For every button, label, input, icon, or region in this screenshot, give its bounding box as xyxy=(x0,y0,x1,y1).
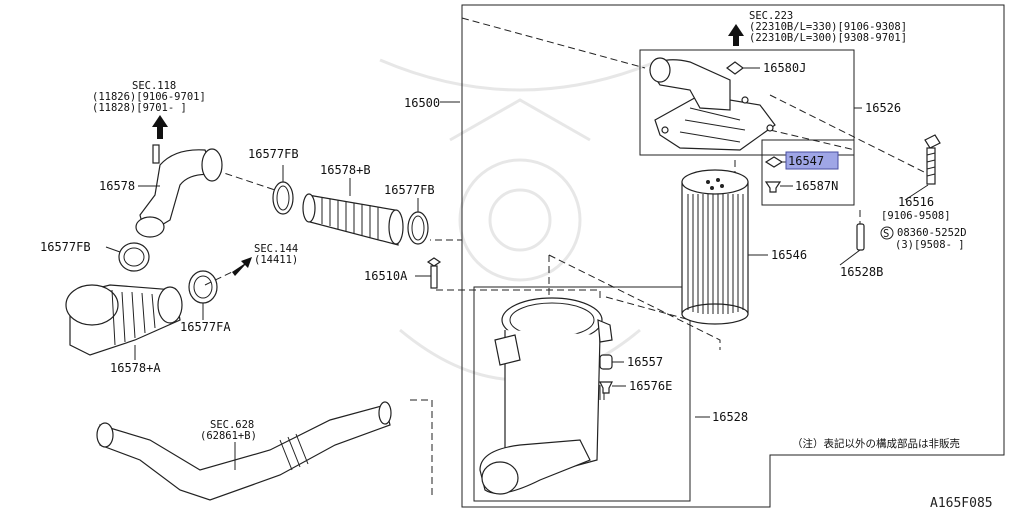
pin-16528B xyxy=(856,223,865,251)
arrow-up-icon xyxy=(152,115,168,139)
sec223-ref: SEC.223 (22310B/L=330)[9106-9308] (22310… xyxy=(749,10,907,44)
label-16528: 16528 xyxy=(712,410,748,424)
bellows-16578B xyxy=(302,178,404,246)
footnote: （注）表記以外の構成部品は非販売 xyxy=(792,437,960,450)
label-16528B: 16528B xyxy=(840,265,883,279)
clamp-16577FA xyxy=(188,270,218,320)
bellows-16578A xyxy=(65,284,183,360)
label-16587N: 16587N xyxy=(795,179,838,193)
arrow-right-icon xyxy=(204,257,252,286)
label-16578A: 16578+A xyxy=(110,361,161,375)
sec628-ref: SEC.628 (62861+B) xyxy=(200,419,257,442)
label-16578B: 16578+B xyxy=(320,163,371,177)
highlight-16547 xyxy=(785,151,839,170)
housing-box xyxy=(473,286,691,502)
sec223-line2: (22310B/L=300)[9308-9701] xyxy=(749,32,907,44)
sec144-line1: (14411) xyxy=(254,254,298,266)
air-cleaner-cover xyxy=(649,57,776,151)
label-16580J: 16580J xyxy=(763,61,806,75)
duct-sec628 xyxy=(96,401,392,501)
filter-element-16546 xyxy=(681,169,768,325)
label-16516-alt-qty: (3)[9508- ] xyxy=(895,239,965,251)
sec223-line1: (22310B/L=330)[9106-9308] xyxy=(749,21,907,33)
sec118-line1: (11826)[9106-9701] xyxy=(92,91,206,103)
label-16500: 16500 xyxy=(404,96,440,110)
label-16516-alt: 08360-5252D xyxy=(897,227,967,239)
sec144-title: SEC.144 xyxy=(254,243,298,255)
sec628-line1: (62861+B) xyxy=(200,430,257,442)
mount-16557 xyxy=(599,354,624,370)
screw-symbol-icon xyxy=(880,226,894,240)
air-cleaner-housing xyxy=(479,297,613,495)
label-16577FA: 16577FA xyxy=(180,320,231,334)
duct-16578 xyxy=(135,144,223,238)
arrow-up-icon xyxy=(728,24,744,46)
clamp-16577FB-left xyxy=(105,242,150,272)
label-16577FB-upper: 16577FB xyxy=(248,147,299,161)
sec628-title: SEC.628 xyxy=(210,419,254,431)
clip-16587N xyxy=(764,181,793,193)
label-16577FB-left: 16577FB xyxy=(40,240,91,254)
clamp-16577FB-right xyxy=(407,198,429,245)
label-16577FB-right: 16577FB xyxy=(384,183,435,197)
sec223-title: SEC.223 xyxy=(749,10,793,22)
diagram-code: A165F085 xyxy=(930,496,993,511)
label-16516-date: [9106-9508] xyxy=(881,210,951,222)
clamp-16577FB-upper xyxy=(272,165,294,215)
sec144-ref: SEC.144 (14411) xyxy=(254,243,298,266)
bolt-16516 xyxy=(904,134,941,201)
label-16578: 16578 xyxy=(99,179,135,193)
screw-mark: S xyxy=(883,228,889,240)
gasket-box xyxy=(761,139,855,206)
label-16526: 16526 xyxy=(865,101,901,115)
assembly-frame xyxy=(461,4,1005,508)
label-16510A: 16510A xyxy=(364,269,408,283)
grommet-16580J xyxy=(726,61,760,75)
label-16546: 16546 xyxy=(771,248,807,262)
sec118-title: SEC.118 xyxy=(132,80,176,92)
clip-16576E xyxy=(599,381,626,394)
label-16576E: 16576E xyxy=(629,379,672,393)
cover-box xyxy=(639,49,855,156)
bolt-16510A xyxy=(415,257,442,289)
label-16516: 16516 xyxy=(898,195,934,209)
label-16547[interactable]: 16547 xyxy=(788,154,824,168)
sec118-line2: (11828)[9701- ] xyxy=(92,102,187,114)
label-16557: 16557 xyxy=(627,355,663,369)
sec118-ref: SEC.118 (11826)[9106-9701] (11828)[9701-… xyxy=(92,80,206,114)
gasket-16547 xyxy=(764,156,788,168)
